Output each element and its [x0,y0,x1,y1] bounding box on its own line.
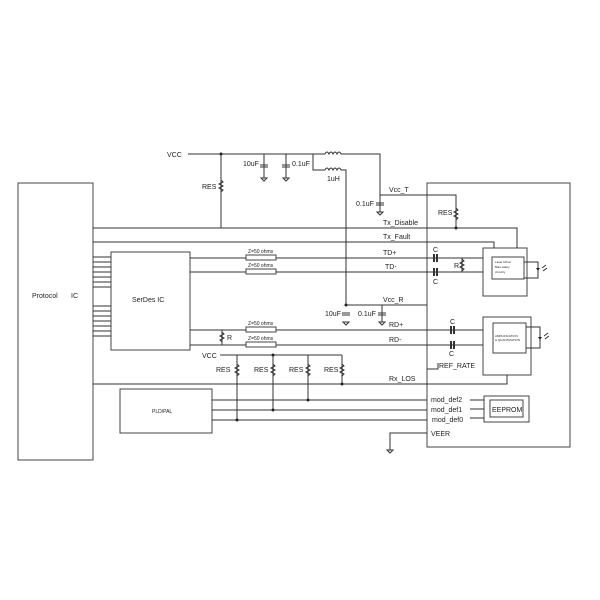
serdes-ic-label: SerDes IC [132,297,164,304]
laser-driver-line3: circuitry [495,270,506,274]
inductor-icon [324,167,342,172]
pld-pal-block [119,388,213,434]
mod-def0-label: mod_def0 [432,417,463,424]
tx-disable-label: Tx_Disable [383,220,418,227]
resistor-icon [458,258,466,272]
res-td-label: R [454,263,459,270]
z50-label: Z=50 ohms [248,336,274,342]
mod-def2-label: mod_def2 [431,397,462,404]
z50-label: Z=50 ohms [248,321,274,327]
cap-c-label: C [433,247,438,254]
res-pullup-label: RES [324,367,339,374]
protocol-ic-label-b: IC [71,293,78,300]
res-txdisable-label: RES [438,210,453,217]
inductor-icon [324,151,342,156]
td-minus-label: TD- [385,264,397,271]
laser-driver-line2: Bias safety [495,265,510,269]
cap-c-label: C [433,279,438,286]
capacitor-ground-icon [259,164,269,182]
inductor-label: 1uH [327,176,340,183]
pullup-resistors [233,363,346,377]
z50-label: Z=50 ohms [248,263,274,269]
resistor-icon [218,331,226,343]
res-top-label: RES [202,184,217,191]
vcc-t-label: Vcc_T [389,187,410,194]
mod-def1-label: mod_def1 [431,407,462,414]
cap-c-label: C [450,319,455,326]
vcc-bottom-label: VCC [202,353,217,360]
vcc-top-label: VCC [167,152,182,159]
res-pullup-label: RES [289,367,304,374]
sfp-module-block [426,182,571,448]
laser-driver-inner [491,256,525,280]
cap-c-label: C [449,351,454,358]
z50-label: Z=50 ohms [248,249,274,255]
ground-icon [385,449,395,454]
parallel-bus [93,256,111,337]
serdes-ic-block [110,251,191,351]
light-receive-icon [543,332,550,340]
capacitor-ground-icon [377,312,387,326]
capacitor-ground-icon [281,164,291,182]
pld-pal-label: PLD/PAL [152,409,172,415]
cap-vccr-10uf-label: 10uF [325,311,341,318]
capacitor-icon [450,326,455,349]
resistor-icon [217,179,225,193]
cap-01uf-label: 0.1uF [292,161,310,168]
eeprom-inner [489,399,524,418]
photo-diode-icon [538,337,542,340]
td-plus-label: TD+ [383,250,396,257]
transmission-line-icon [245,254,277,261]
tx-fault-label: Tx_Fault [383,234,410,241]
protocol-ic-block [17,182,94,461]
res-pullup-label: RES [254,367,269,374]
veer-label: VEER [431,431,450,438]
cap-vccr-01uf-label: 0.1uF [358,311,376,318]
res-rd-label: R [227,335,232,342]
cap-vcct-label: 0.1uF [356,201,374,208]
amplification-inner [492,322,527,354]
eeprom-label: EEPROM [492,407,523,414]
transmission-line-icon [245,341,277,348]
res-pullup-label: RES [216,367,231,374]
laser-diode-icon [536,268,540,271]
transmission-line-icon [245,326,277,333]
capacitor-ground-icon [341,312,351,326]
protocol-ic-label-a: Protocol [32,293,58,300]
light-emission-icon [541,264,548,272]
amplification-line1: AMPLIFICATION [495,334,518,338]
rd-minus-label: RD- [389,337,402,344]
rx-los-label: Rx_LOS [389,376,416,383]
laser-driver-line1: Laser Driver [495,260,511,264]
cap-10uf-label: 10uF [243,161,259,168]
rd-plus-label: RD+ [389,322,403,329]
transmission-line-icon [245,268,277,275]
vcc-r-label: Vcc_R [383,297,404,304]
capacitor-icon [433,254,438,276]
amplification-line2: & QUANTIZATION [495,338,520,342]
ref-rate-label: REF_RATE [439,363,475,370]
resistor-icon [452,207,460,221]
